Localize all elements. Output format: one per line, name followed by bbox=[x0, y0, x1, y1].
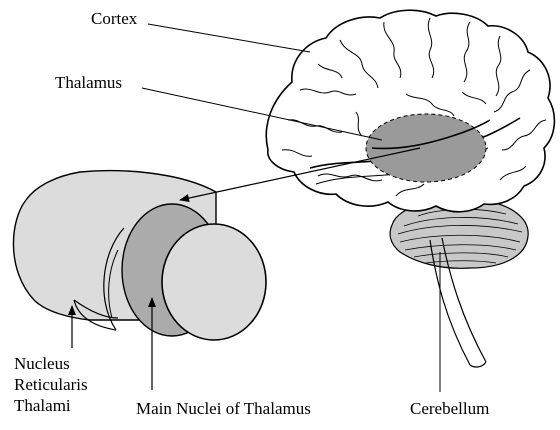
nucleus-reticularis-line-1: Nucleus bbox=[14, 353, 88, 374]
cerebrum-shape bbox=[266, 10, 554, 212]
nucleus-reticularis-label: Nucleus Reticularis Thalami bbox=[14, 353, 88, 416]
thalamus-label: Thalamus bbox=[55, 72, 122, 93]
cerebellum-label: Cerebellum bbox=[410, 398, 489, 419]
cortex-label: Cortex bbox=[91, 8, 137, 29]
nucleus-reticularis-line-2: Reticularis bbox=[14, 374, 88, 395]
cylinder-front-face bbox=[162, 224, 266, 340]
nucleus-reticularis-line-3: Thalami bbox=[14, 395, 88, 416]
cortex-leader-line bbox=[148, 24, 310, 52]
main-nuclei-label: Main Nuclei of Thalamus bbox=[136, 398, 311, 419]
